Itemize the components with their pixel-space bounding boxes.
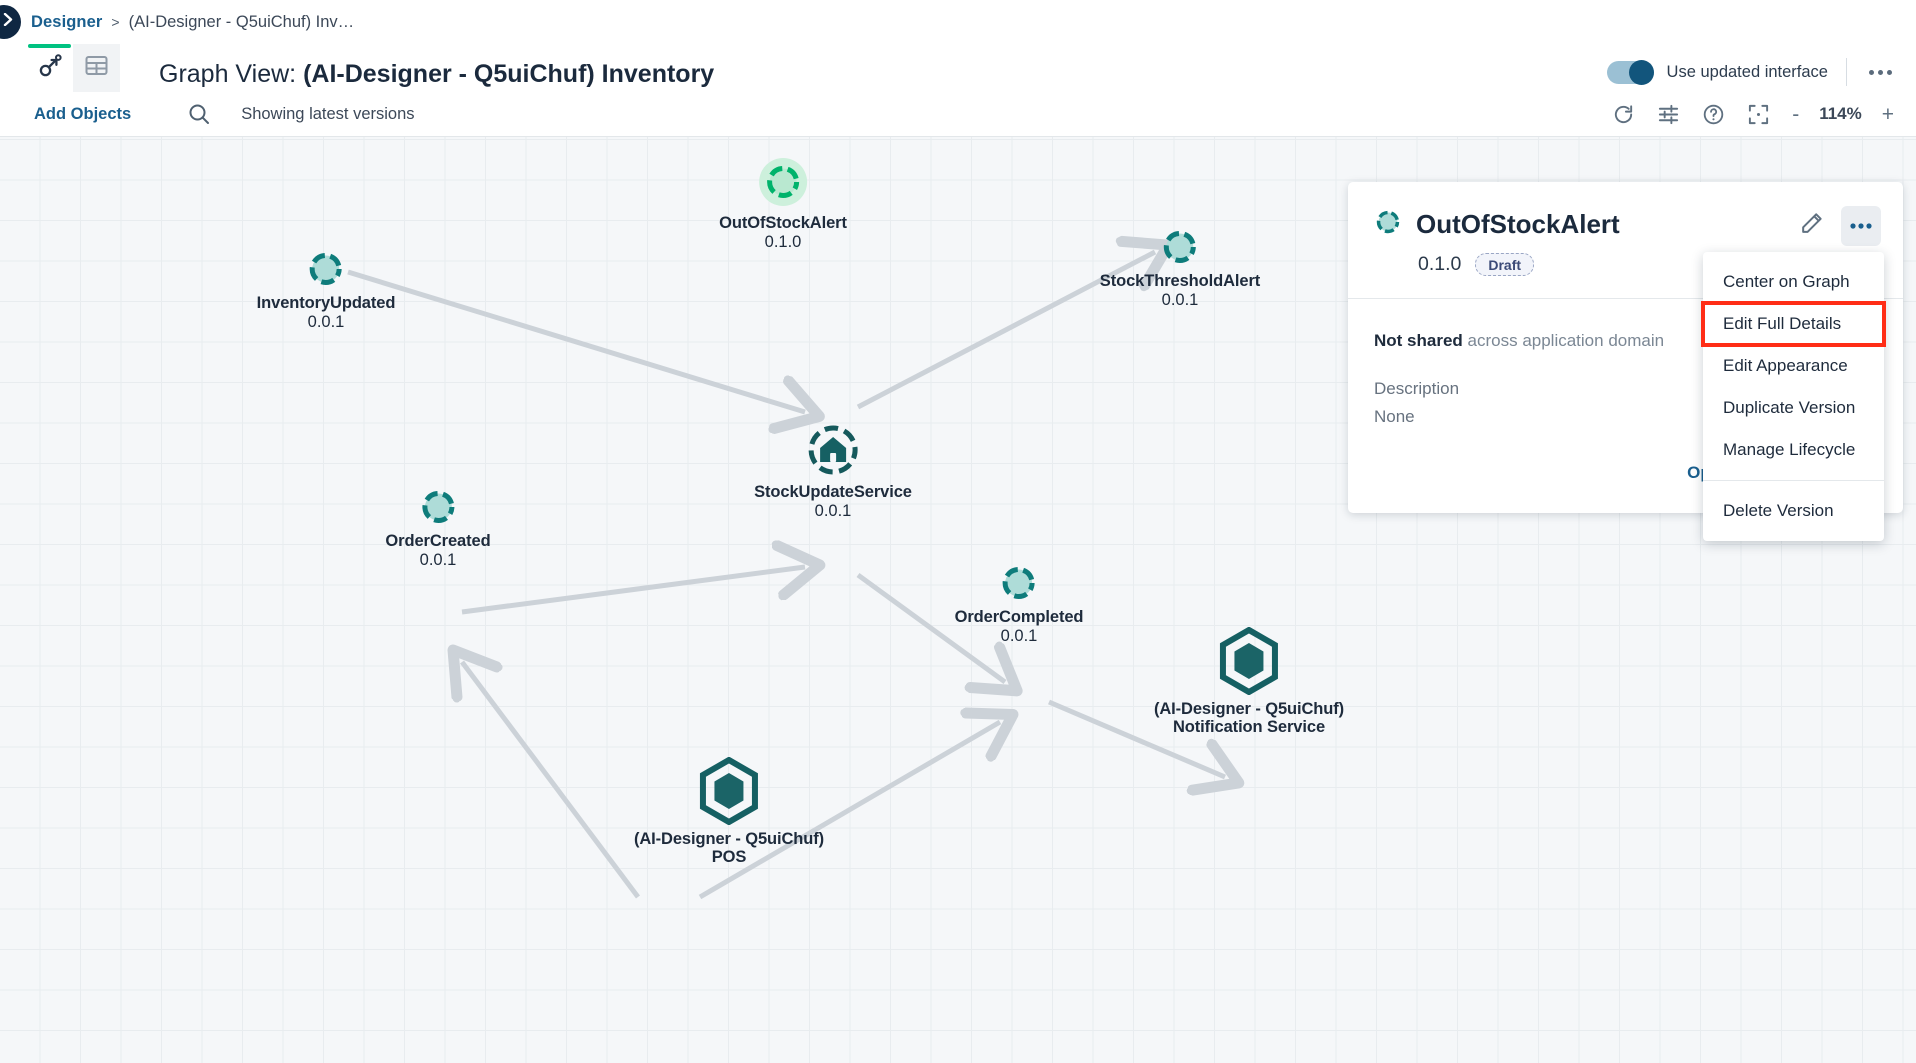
graph-node-order-created[interactable]: OrderCreated 0.0.1 — [385, 487, 491, 570]
view-tabs — [26, 44, 120, 92]
menu-item-edit-full-details[interactable]: Edit Full Details — [1701, 301, 1886, 347]
panel-version-row: 0.1.0 Draft — [1418, 253, 1877, 276]
panel-header: OutOfStockAlert 0.1.0 Draft — [1348, 182, 1903, 298]
table-icon — [84, 53, 109, 83]
node-label: (AI-Designer - Q5uiChuf) Notification Se… — [1153, 700, 1345, 737]
graph-edges — [347, 137, 1916, 900]
graph-node-order-completed[interactable]: OrderCompleted 0.0.1 — [954, 563, 1084, 646]
node-label: InventoryUpdated — [256, 294, 396, 312]
toolbar-right-actions: - 114% + — [1612, 103, 1916, 126]
description-label: Description — [1374, 379, 1460, 398]
more-horizontal-icon — [1849, 217, 1873, 235]
panel-header-actions — [1791, 206, 1881, 246]
panel-divider — [1348, 298, 1903, 299]
breadcrumb-root-link[interactable]: Designer — [31, 12, 103, 31]
graph-node-inventory-updated[interactable]: InventoryUpdated 0.0.1 — [256, 249, 396, 332]
domain-node-icon — [1154, 627, 1344, 695]
page-title-main: (AI-Designer - Q5uiChuf) Inventory — [303, 60, 715, 88]
use-updated-interface-label: Use updated interface — [1666, 62, 1828, 81]
graph-node-stock-threshold-alert[interactable]: StockThresholdAlert 0.0.1 — [1100, 227, 1260, 310]
header-actions: Use updated interface — [1606, 58, 1916, 86]
graph-toolbar: Add Objects Showing latest versions — [0, 92, 1916, 137]
zoom-controls: - 114% + — [1792, 104, 1894, 125]
zoom-level-value: 114% — [1819, 104, 1862, 123]
refresh-icon[interactable] — [1612, 103, 1635, 126]
more-dot — [1869, 69, 1874, 75]
node-label: StockUpdateService — [754, 483, 912, 501]
panel-title: OutOfStockAlert — [1416, 209, 1620, 239]
node-label: (AI-Designer - Q5uiChuf) POS — [633, 830, 825, 867]
event-node-selected-icon — [719, 155, 847, 209]
zoom-in-button[interactable]: + — [1881, 102, 1894, 126]
service-node-icon — [754, 422, 912, 478]
node-label: OrderCreated — [385, 532, 491, 550]
node-label: StockThresholdAlert — [1099, 272, 1261, 290]
add-objects-button[interactable]: Add Objects — [34, 104, 132, 123]
edit-button[interactable] — [1791, 206, 1831, 246]
graph-node-out-of-stock-alert[interactable]: OutOfStockAlert 0.1.0 — [719, 155, 847, 252]
page-title: Graph View: (AI-Designer - Q5uiChuf) Inv… — [159, 60, 714, 89]
search-icon[interactable] — [187, 102, 211, 126]
filter-settings-icon[interactable] — [1657, 103, 1680, 126]
sharing-status-bold: Not shared — [1374, 331, 1463, 350]
sidebar-expand-button[interactable] — [0, 5, 21, 39]
node-version: 0.0.1 — [1161, 291, 1199, 310]
graph-icon — [37, 53, 63, 84]
event-node-icon — [955, 563, 1084, 603]
menu-item-manage-lifecycle[interactable]: Manage Lifecycle — [1723, 440, 1856, 459]
node-version: 0.0.1 — [419, 551, 457, 570]
graph-node-stock-update-service[interactable]: StockUpdateService 0.0.1 — [754, 422, 912, 521]
panel-body: Not shared across application domain Des… — [1348, 299, 1903, 463]
node-version: 0.0.1 — [814, 502, 852, 521]
help-icon[interactable] — [1702, 103, 1725, 126]
graph-node-notification-service[interactable]: (AI-Designer - Q5uiChuf) Notification Se… — [1154, 627, 1344, 737]
panel-title-row: OutOfStockAlert — [1374, 208, 1877, 241]
page-header: Graph View: (AI-Designer - Q5uiChuf) Inv… — [0, 44, 1916, 92]
event-node-icon — [1374, 208, 1402, 241]
graph-node-pos[interactable]: (AI-Designer - Q5uiChuf) POS — [634, 757, 824, 867]
menu-separator — [1703, 480, 1884, 481]
fit-to-screen-icon[interactable] — [1747, 103, 1770, 126]
menu-item-center-on-graph[interactable]: Center on Graph — [1723, 272, 1850, 291]
header-divider — [1846, 58, 1847, 86]
tab-graph-view[interactable] — [26, 44, 73, 92]
breadcrumb-separator: > — [111, 14, 120, 30]
more-dot — [1887, 69, 1892, 75]
chevron-right-icon — [0, 12, 14, 31]
breadcrumb: Designer > (AI-Designer - Q5uiChuf) Inv… — [0, 0, 1916, 44]
menu-item-duplicate-version[interactable]: Duplicate Version — [1723, 398, 1856, 417]
sharing-status: Not shared across application domain — [1374, 331, 1877, 351]
use-updated-interface-toggle[interactable] — [1606, 59, 1654, 85]
status-badge: Draft — [1475, 253, 1535, 276]
description-value: None — [1374, 407, 1415, 426]
event-node-icon — [257, 249, 396, 289]
pencil-icon — [1799, 211, 1824, 241]
panel-version: 0.1.0 — [1418, 253, 1462, 275]
breadcrumb-current: (AI-Designer - Q5uiChuf) Inv… — [128, 12, 355, 31]
node-label: OrderCompleted — [954, 608, 1084, 626]
event-node-icon — [1100, 227, 1260, 267]
more-dot — [1878, 69, 1883, 75]
sharing-status-rest: across application domain — [1462, 331, 1665, 350]
node-label: OutOfStockAlert — [719, 214, 847, 232]
menu-item-delete-version[interactable]: Delete Version — [1723, 501, 1834, 520]
panel-more-button[interactable] — [1841, 206, 1881, 246]
tab-table-view[interactable] — [73, 44, 120, 92]
domain-node-icon — [634, 757, 824, 825]
page-title-prefix: Graph View: — [159, 60, 304, 88]
context-menu: Center on Graph Edit Full Details Edit A… — [1701, 252, 1886, 541]
event-node-icon — [385, 487, 490, 527]
node-version: 0.0.1 — [1000, 627, 1038, 646]
menu-item-edit-appearance[interactable]: Edit Appearance — [1723, 356, 1848, 375]
zoom-out-button[interactable]: - — [1792, 102, 1800, 126]
showing-versions-label: Showing latest versions — [241, 104, 415, 123]
header-more-button[interactable] — [1865, 64, 1896, 81]
node-version: 0.0.1 — [307, 313, 345, 332]
node-version: 0.1.0 — [764, 233, 802, 252]
